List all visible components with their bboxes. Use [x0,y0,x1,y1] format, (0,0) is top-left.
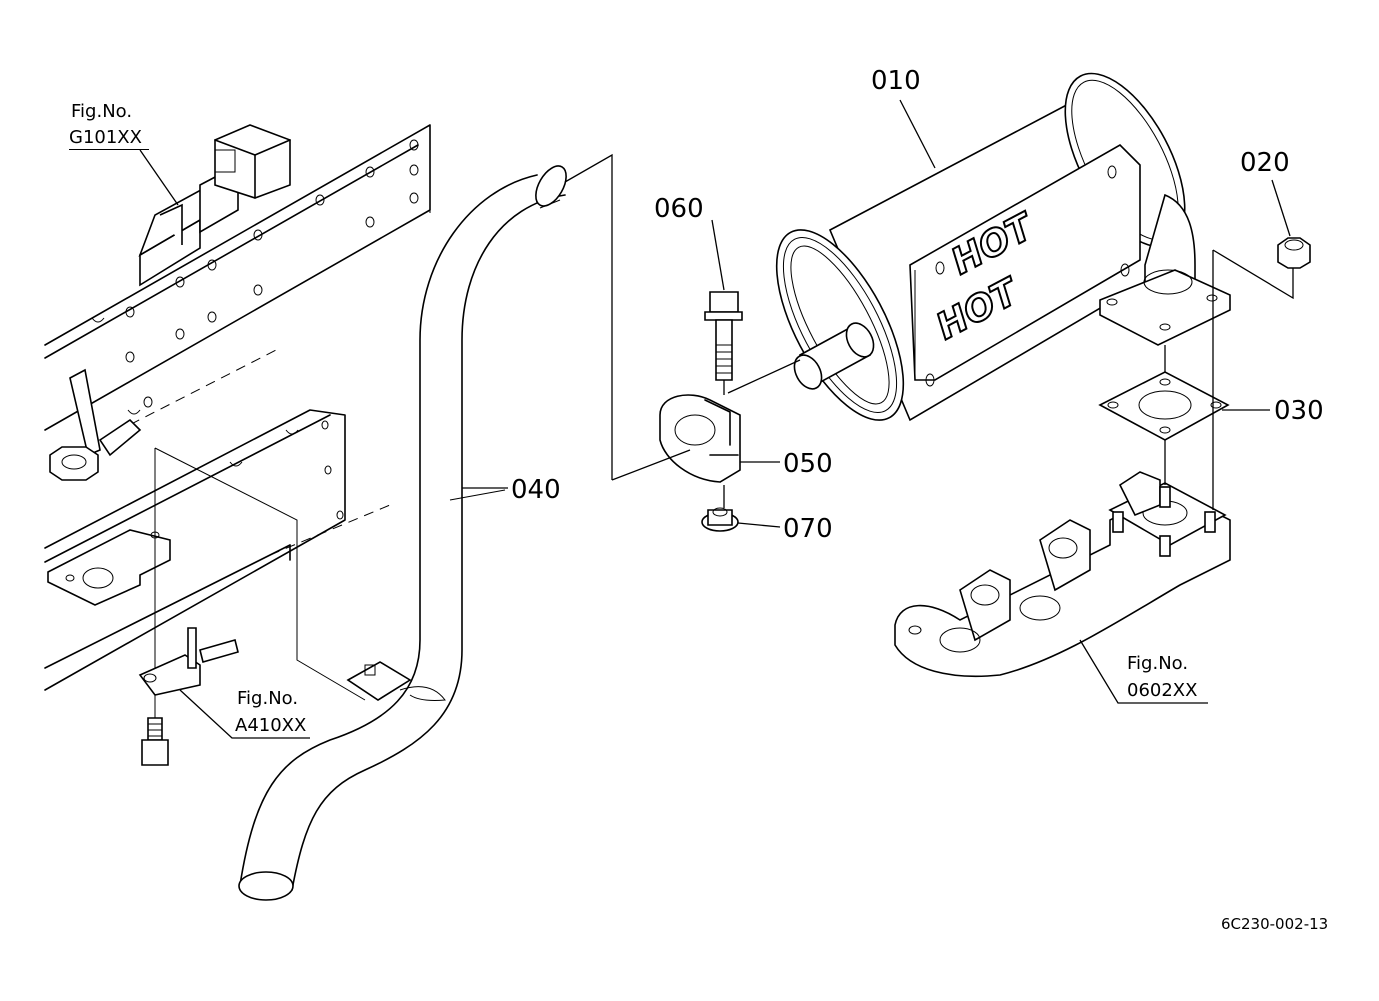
callout-020: 020 [1240,148,1290,178]
flange-nut-icon [701,507,739,532]
figref-0602-ref: 0602XX [1127,680,1198,701]
bottom-bolt-icon [141,717,169,766]
frame-assembly [44,124,446,766]
drawing-code: 6C230-002-13 [1221,915,1329,933]
callout-050: 050 [783,449,833,479]
muffler: HOT HOT [775,72,1231,422]
water-fitting-icon [138,627,239,696]
figref-a410-ref: A410XX [235,715,307,736]
pipe-clamp [659,394,741,483]
callout-010: 010 [871,66,921,96]
bolt-icon [704,291,743,381]
leader-lines [139,99,1294,739]
tail-pipe [238,165,567,901]
figref-a410-label: Fig.No. [237,688,299,709]
callout-070: 070 [783,514,833,544]
callout-060: 060 [654,194,704,224]
figref-0602-label: Fig.No. [1127,653,1189,674]
exhaust-manifold [894,471,1231,678]
callout-030: 030 [1274,396,1324,426]
figref-g101-label: Fig.No. [71,101,133,122]
callout-040: 040 [511,475,561,505]
gasket [1098,371,1230,441]
flange-nut-020-icon [1277,237,1311,269]
frame-nut-icon [49,446,99,481]
figref-g101-ref: G101XX [69,129,149,150]
